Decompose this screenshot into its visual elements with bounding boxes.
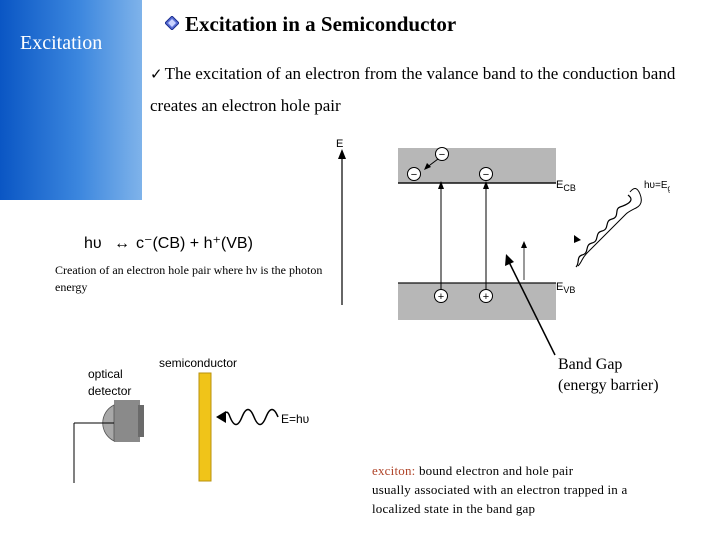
detector-mount <box>138 405 144 437</box>
diamond-bullet-icon <box>165 16 179 30</box>
equation-rhs: c⁻(CB) + h⁺(VB) <box>136 235 253 252</box>
main-point-text: The excitation of an electron from the v… <box>150 64 676 115</box>
emission-arrowhead <box>216 411 226 423</box>
photon-wave-squiggle <box>575 194 632 268</box>
band-gap-marker-arrowhead <box>521 241 527 248</box>
slide-title: Excitation in a Semiconductor <box>165 12 456 37</box>
slide-title-text: Excitation in a Semiconductor <box>185 12 457 36</box>
sidebar-title: Excitation <box>20 32 103 54</box>
band-gap-label: Band Gap (energy barrier) <box>558 354 659 396</box>
sidebar-panel: Excitation <box>0 0 142 200</box>
photon-wave <box>577 188 642 267</box>
band-diagram: E ECB EVB − − − + + hυ=Eg <box>336 138 670 320</box>
electron-2: − <box>407 167 421 181</box>
semiconductor-slab <box>198 372 212 482</box>
hole-2: + <box>479 289 493 303</box>
detector-label-line2: detector <box>88 384 131 398</box>
energy-axis-arrowhead <box>338 149 346 159</box>
semiconductor-label: semiconductor <box>159 356 237 370</box>
cb-edge-label: ECB <box>556 179 576 193</box>
exciton-term: exciton: <box>372 463 416 478</box>
exciton-note: exciton: bound electron and hole pair us… <box>372 461 702 518</box>
conduction-band <box>398 148 556 183</box>
svg-text:−: − <box>439 149 445 161</box>
svg-text:+: + <box>438 291 444 303</box>
equation-lhs: hυ <box>84 235 102 252</box>
detector-label-line1: optical <box>88 367 123 381</box>
hole-1: + <box>434 289 448 303</box>
detector-housing <box>114 400 140 442</box>
equation-arrow: ↔ <box>114 235 130 252</box>
check-bullet-icon: ✓ <box>150 65 163 83</box>
photon-arrowhead <box>574 235 581 243</box>
band-gap-label-line1: Band Gap <box>558 356 623 373</box>
band-gap-label-line2: (energy barrier) <box>558 377 659 394</box>
excitation-arrowhead-1 <box>438 181 444 189</box>
photon-energy-label: hυ=Eg <box>644 180 670 193</box>
electron-3: − <box>479 167 493 181</box>
exciton-line1: exciton: bound electron and hole pair <box>372 461 702 480</box>
exciton-line3: localized state in the band gap <box>372 501 536 516</box>
main-point: ✓The excitation of an electron from the … <box>150 58 710 121</box>
emission-energy-label: E=hυ <box>281 412 309 426</box>
band-gap-pointer <box>505 254 556 356</box>
exciton-line2: usually associated with an electron trap… <box>372 482 628 497</box>
exciton-definition: bound electron and hole pair <box>418 463 574 478</box>
equation-caption: Creation of an electron hole pair where … <box>55 263 323 294</box>
energy-axis-label: E <box>336 138 343 150</box>
relaxation-arrowhead <box>424 163 431 170</box>
svg-text:−: − <box>411 169 417 181</box>
vb-edge-label: EVB <box>556 281 575 295</box>
electron-1: − <box>435 147 449 161</box>
detector-diagram: optical detector semiconductor E=hυ <box>73 356 309 483</box>
valence-band <box>398 283 556 320</box>
pair-creation-equation: hυ ↔ c⁻(CB) + h⁺(VB) <box>84 235 253 252</box>
svg-text:+: + <box>483 291 489 303</box>
emission-wave <box>223 408 279 426</box>
svg-text:−: − <box>483 169 489 181</box>
excitation-arrowhead-2 <box>483 181 489 189</box>
